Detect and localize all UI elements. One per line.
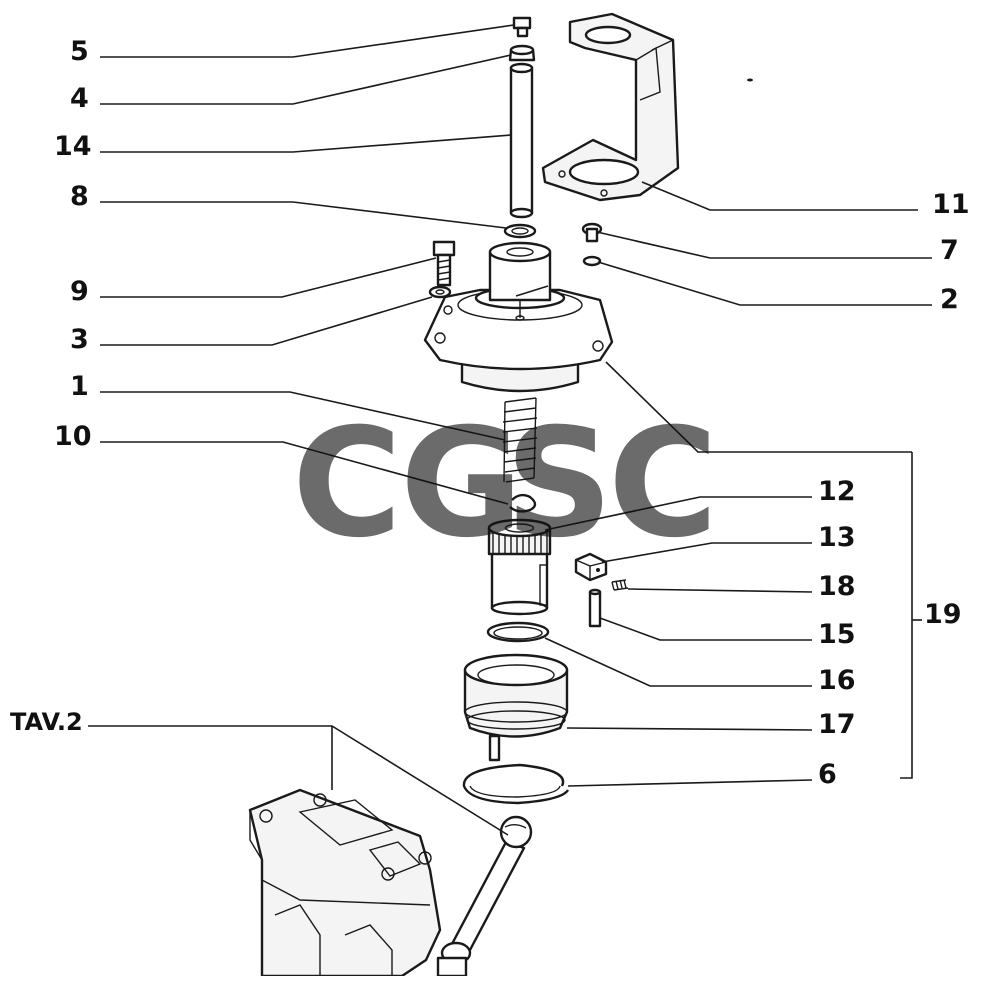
- label-part-3: 3: [70, 324, 89, 355]
- label-part-18: 18: [818, 571, 856, 602]
- label-part-14: 14: [54, 131, 92, 162]
- cgsc-watermark: C G S C: [292, 397, 718, 571]
- nut-part-4: [508, 44, 536, 62]
- label-assembly-19: 19: [924, 599, 962, 630]
- label-tav2: TAV.2: [10, 708, 83, 736]
- label-part-11: 11: [932, 189, 970, 220]
- watermark-letter-s: S: [505, 397, 613, 571]
- label-part-2: 2: [940, 284, 959, 315]
- stray-mark: [747, 78, 753, 82]
- label-part-17: 17: [818, 709, 856, 740]
- bracket-part-11: [541, 12, 680, 202]
- watermark-letter-c1: C: [292, 397, 402, 571]
- snap-ring-part-6: [462, 763, 570, 805]
- block-part-13: [574, 552, 608, 582]
- label-part-10: 10: [54, 421, 92, 452]
- washer-part-2: [582, 255, 602, 267]
- label-part-16: 16: [818, 665, 856, 696]
- label-part-4: 4: [70, 83, 89, 114]
- washer-part-3: [428, 285, 452, 299]
- label-part-5: 5: [70, 36, 89, 67]
- label-part-7: 7: [940, 235, 959, 266]
- gear-sleeve-part-12: [487, 518, 552, 616]
- part-labels: 5 4 14 8 9 3 1 10 11 7 2 12 13 18 15 16 …: [10, 36, 970, 790]
- watermark-letter-c2: C: [608, 397, 718, 571]
- base-casting-tav2: [248, 788, 442, 978]
- bolt-part-5: [512, 16, 532, 38]
- label-part-8: 8: [70, 181, 89, 212]
- pin-part-15: [588, 588, 602, 628]
- spring-part-1: [502, 397, 538, 483]
- label-part-13: 13: [818, 522, 856, 553]
- leader-lines: [88, 24, 932, 836]
- small-spring-part-18: [611, 579, 629, 591]
- circlip-part-10: [509, 493, 537, 513]
- label-part-9: 9: [70, 276, 89, 307]
- ring-part-16: [486, 621, 550, 643]
- shift-lever: [436, 815, 533, 978]
- washer-part-8: [503, 223, 537, 239]
- housing-part-17: [463, 653, 569, 762]
- watermark-letter-g: G: [400, 397, 523, 571]
- label-part-1: 1: [70, 371, 89, 402]
- bolt-part-9: [432, 240, 456, 287]
- label-part-15: 15: [818, 619, 856, 650]
- cover-housing-part-19: [423, 241, 614, 393]
- screw-part-7: [581, 222, 603, 243]
- label-part-12: 12: [818, 476, 856, 507]
- rod-part-14: [509, 62, 534, 219]
- label-part-6: 6: [818, 759, 837, 790]
